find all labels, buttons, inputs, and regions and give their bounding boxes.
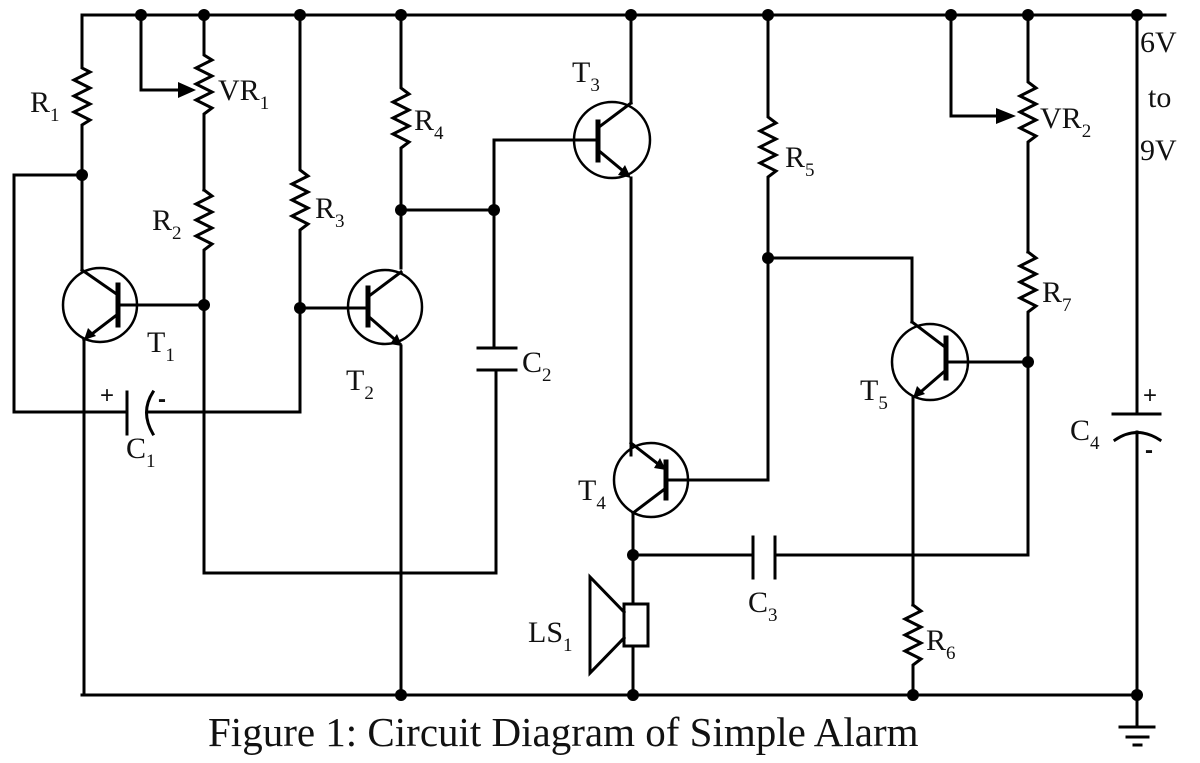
- supply-voltage-line3: 9V: [1140, 134, 1177, 167]
- figure-caption: Figure 1: Circuit Diagram of Simple Alar…: [208, 709, 919, 755]
- label-t3: T3: [572, 56, 600, 96]
- capacitor-c2: [476, 138, 518, 377]
- label-t2: T2: [346, 364, 374, 404]
- resistor-r6: [901, 602, 925, 697]
- label-c2: C2: [522, 346, 552, 386]
- c1-minus-sign: -: [158, 386, 166, 413]
- label-c3: C3: [748, 586, 778, 626]
- label-r4: R4: [414, 104, 444, 144]
- wire-c1-left: [12, 173, 128, 414]
- transistor-t4: [612, 256, 770, 605]
- label-vr1: VR1: [218, 74, 269, 114]
- speaker-ls1: [588, 573, 650, 697]
- c1-plus-sign: +: [100, 382, 114, 409]
- resistor-r4: [389, 13, 496, 270]
- transistor-t5: [890, 319, 1030, 607]
- label-r6: R6: [926, 624, 956, 664]
- label-c4: C4: [1070, 414, 1100, 454]
- capacitor-c1: [125, 303, 302, 437]
- transistor-t1: [61, 266, 206, 697]
- potentiometer-vr2: [949, 13, 1040, 254]
- resistor-r5: [756, 13, 914, 324]
- label-t5: T5: [860, 374, 888, 414]
- label-r7: R7: [1042, 276, 1072, 316]
- supply-voltage-line1: 6V: [1140, 26, 1177, 59]
- label-t4: T4: [578, 474, 606, 514]
- label-r5: R5: [785, 141, 815, 181]
- transistor-t3: [572, 13, 652, 457]
- label-t1: T1: [147, 326, 175, 366]
- label-vr2: VR2: [1040, 102, 1091, 142]
- ground-icon: [1118, 693, 1156, 747]
- resistor-r2: [192, 187, 498, 575]
- capacitor-c3: [631, 358, 1030, 580]
- junction-dots: [76, 9, 1143, 701]
- label-r1: R1: [30, 86, 60, 126]
- resistor-r7: [1016, 249, 1040, 364]
- c4-plus-sign: +: [1143, 382, 1157, 409]
- resistor-r3: [288, 13, 352, 414]
- resistor-r1: [70, 13, 94, 272]
- potentiometer-vr1: [139, 13, 216, 192]
- c4-minus-sign: -: [1145, 437, 1153, 464]
- label-r2: R2: [152, 204, 182, 244]
- transistor-t2: [346, 268, 424, 697]
- capacitor-c4: [1111, 13, 1163, 697]
- label-ls1: LS1: [528, 616, 573, 656]
- label-c1: C1: [126, 432, 156, 472]
- label-r3: R3: [315, 192, 345, 232]
- supply-voltage-line2: to: [1148, 81, 1171, 114]
